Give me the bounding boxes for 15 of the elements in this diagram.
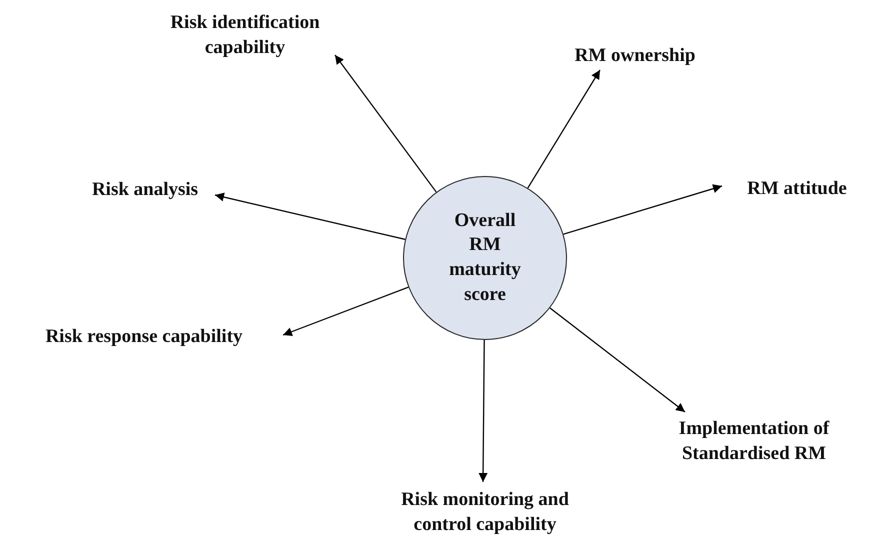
center-label: Overall RM maturity score	[448, 208, 522, 307]
factor-label: Implementation of Standardised RM	[678, 417, 830, 466]
arrow	[527, 70, 601, 188]
factor-label: RM attitude	[747, 176, 847, 201]
factor-label: Risk analysis	[92, 178, 198, 202]
factor-label: Risk response capability	[45, 324, 243, 349]
arrow	[550, 308, 686, 412]
arrow	[334, 54, 437, 192]
arrow	[282, 286, 409, 336]
arrow	[478, 340, 488, 482]
factor-label: RM ownership	[574, 44, 696, 68]
arrow	[563, 184, 722, 235]
factor-label: Risk identification capability	[169, 11, 321, 60]
factor-label: Risk monitoring and control capability	[400, 488, 570, 537]
arrow	[214, 192, 406, 240]
